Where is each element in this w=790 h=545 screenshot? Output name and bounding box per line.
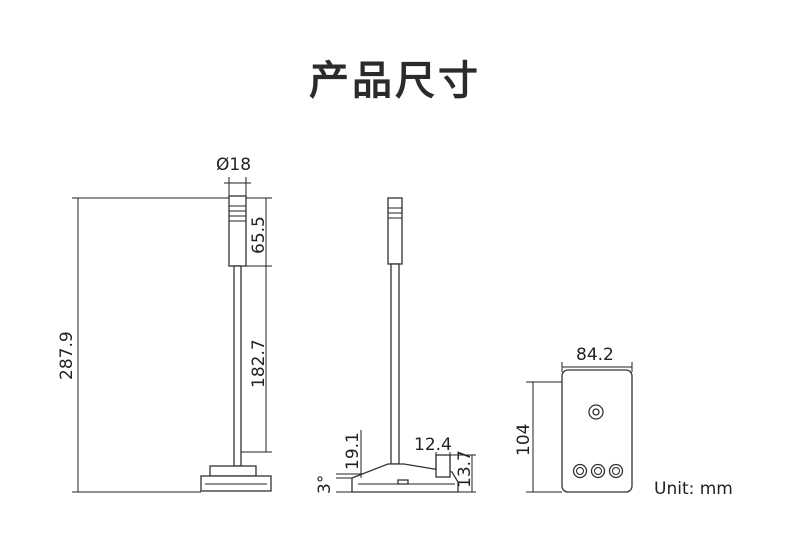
tilt-angle-label: 3°	[315, 475, 335, 494]
base-plate	[561, 369, 633, 493]
head-height-label: 65.5	[249, 216, 269, 254]
side-base	[351, 463, 459, 493]
stem-height-label: 182.7	[249, 339, 269, 388]
bottom-view: 84.2 104	[514, 345, 633, 493]
port-2	[590, 463, 606, 479]
bottom-height-label: 104	[514, 424, 534, 456]
side-view: 19.1 3° 12.4 13.7	[315, 197, 476, 494]
connector-width-label: 12.4	[414, 435, 452, 455]
front-view: Ø18 287.9 65.5 182.7	[57, 155, 272, 493]
port-1	[572, 463, 588, 479]
page-title: 产品尺寸	[309, 58, 481, 104]
diameter-label: Ø18	[216, 155, 251, 175]
side-mic-stem	[390, 263, 400, 465]
base-height-label: 19.1	[343, 432, 363, 470]
port-3	[608, 463, 624, 479]
side-connector	[435, 454, 451, 478]
total-height-label: 287.9	[57, 331, 77, 380]
connector-height-label: 13.7	[455, 450, 475, 488]
bottom-width-label: 84.2	[576, 345, 614, 365]
mic-stem	[233, 265, 242, 467]
base-top	[209, 465, 257, 477]
unit-label: Unit: mm	[654, 479, 733, 499]
